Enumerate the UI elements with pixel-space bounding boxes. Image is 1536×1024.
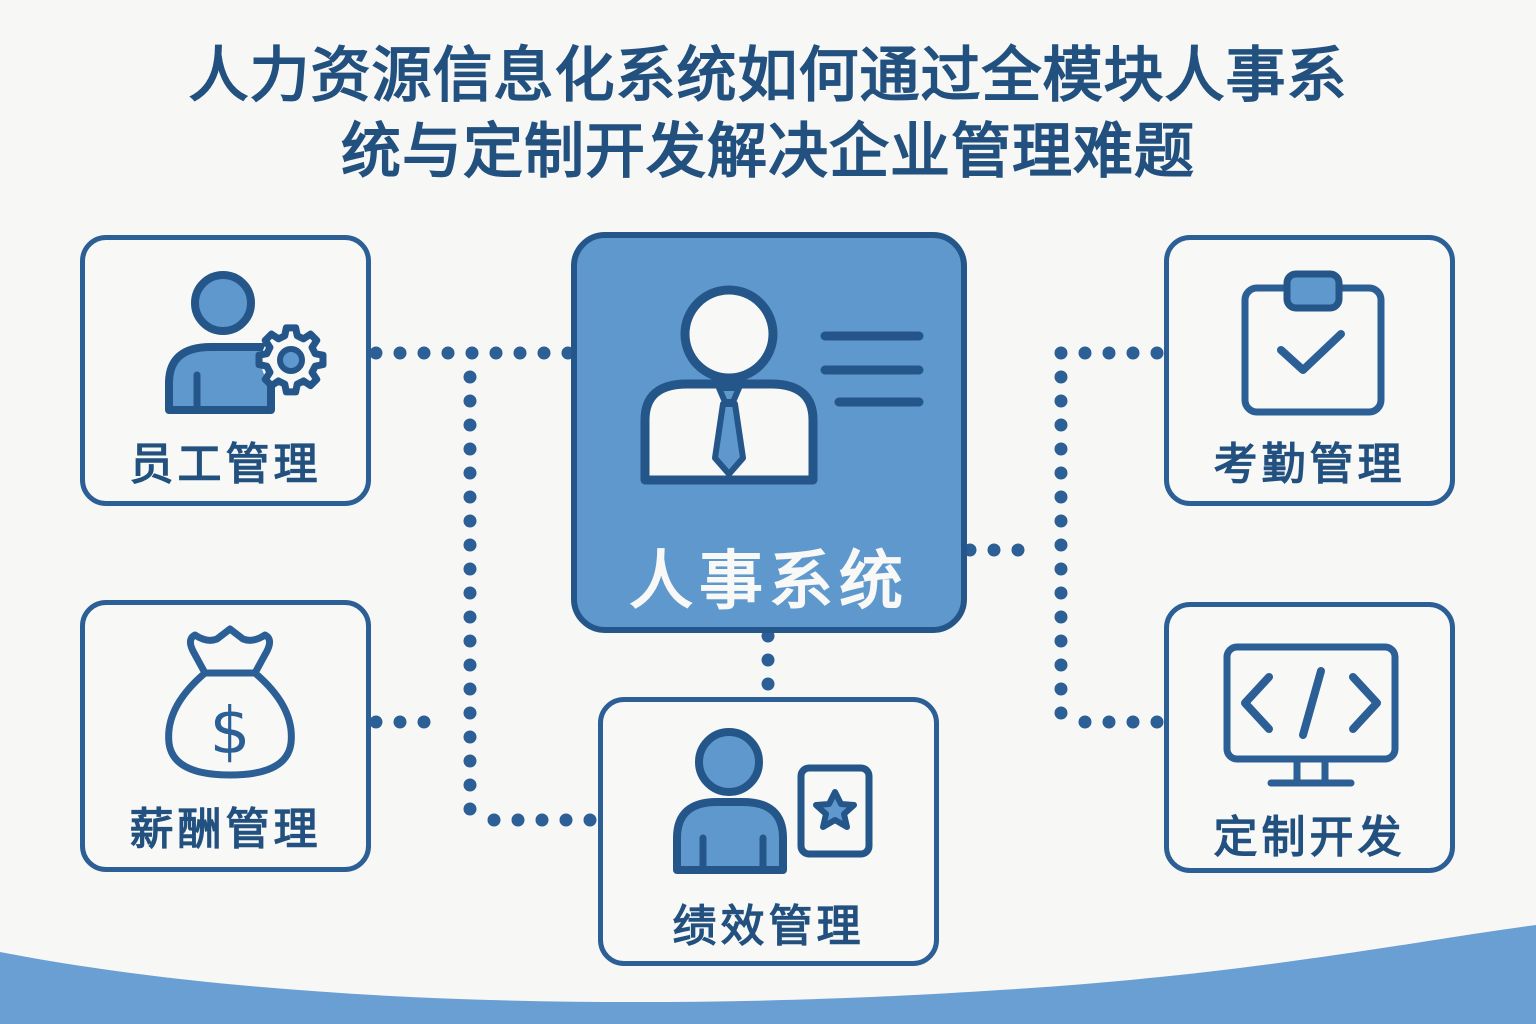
employee-id-card-icon <box>640 285 924 485</box>
module-label-attendance: 考勤管理 <box>1213 439 1406 490</box>
money-bag-icon: $ <box>165 625 295 779</box>
hr-system-label: 人事系统 <box>629 545 909 619</box>
monitor-code-icon <box>1223 643 1399 787</box>
page-title: 人力资源信息化系统如何通过全模块人事系 统与定制开发解决企业管理难题 <box>0 38 1536 190</box>
user-gear-icon <box>165 271 327 414</box>
module-card-attendance[interactable]: 考勤管理 <box>1164 235 1455 506</box>
title-line-2: 统与定制开发解决企业管理难题 <box>341 117 1195 187</box>
module-label-custom-dev: 定制开发 <box>1213 812 1406 863</box>
user-star-badge-icon <box>673 728 873 874</box>
module-label-employee: 员工管理 <box>129 439 322 490</box>
title-line-1: 人力资源信息化系统如何通过全模块人事系 <box>188 41 1348 111</box>
clipboard-check-icon <box>1241 270 1385 416</box>
svg-text:$: $ <box>210 695 251 769</box>
module-label-payroll: 薪酬管理 <box>129 804 322 855</box>
module-label-performance: 绩效管理 <box>672 901 865 952</box>
module-card-custom-dev[interactable]: 定制开发 <box>1164 602 1455 873</box>
hr-system-center[interactable]: 人事系统 <box>571 232 967 633</box>
module-card-performance[interactable]: 绩效管理 <box>598 697 939 966</box>
module-card-payroll[interactable]: $ 薪酬管理 <box>80 600 371 872</box>
module-card-employee[interactable]: 员工管理 <box>80 235 371 506</box>
